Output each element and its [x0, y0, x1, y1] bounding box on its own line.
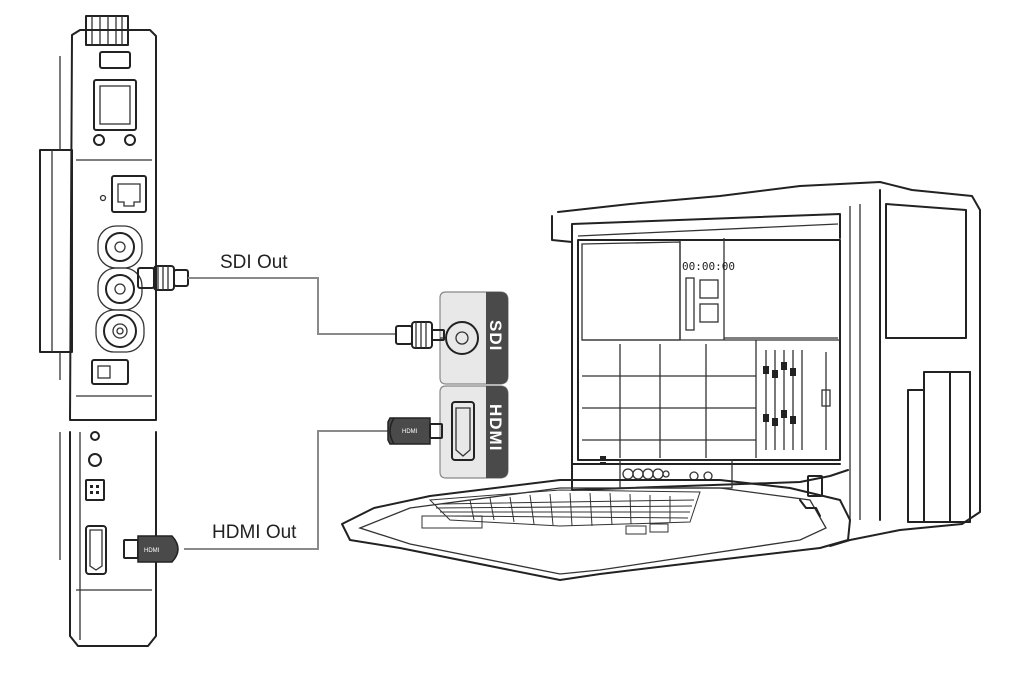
- bnc-connector-icon: [95, 309, 145, 353]
- sdi-cable-plug-receiver: [395, 321, 445, 349]
- transmitter-device-bottom: [59, 431, 157, 647]
- sdi-out-label: SDI Out: [220, 252, 288, 273]
- power-switch: [91, 359, 129, 385]
- hdmi-connector-icon: [85, 525, 107, 575]
- sdi-cable: [188, 277, 396, 335]
- portable-production-monitor: 00:00:00: [341, 181, 981, 581]
- hdmi-port-label: HDMI: [486, 404, 505, 451]
- device-screen: [93, 79, 137, 131]
- sdi-port-label: SDI: [486, 320, 505, 351]
- svg-text:HDMI: HDMI: [144, 548, 160, 554]
- hdmi-cable-plug-transmitter: HDMI: [123, 535, 179, 563]
- ethernet-port-icon: [111, 175, 147, 213]
- hdmi-cable-plug-receiver: HDMI: [387, 417, 443, 445]
- hdmi-out-label: HDMI Out: [212, 522, 297, 543]
- bnc-connector-icon: [97, 267, 143, 311]
- keyboard-deck: [341, 479, 851, 581]
- audio-faders: [763, 350, 831, 450]
- hdmi-port-callout: HDMI: [439, 385, 509, 479]
- usb-port-icon: [85, 479, 105, 501]
- workstation-screen: [577, 239, 841, 461]
- bnc-connector-icon: [97, 225, 143, 269]
- hdmi-cable: [184, 430, 388, 550]
- timecode-display: 00:00:00: [682, 260, 735, 273]
- svg-text:HDMI: HDMI: [402, 429, 418, 435]
- sdi-cable-plug-transmitter: [137, 265, 189, 291]
- device-button: [93, 134, 105, 146]
- sdi-port-callout: SDI: [439, 291, 509, 385]
- transmitter-device-top: [39, 15, 157, 421]
- device-button: [124, 134, 136, 146]
- hdmi-connector-icon: [451, 401, 475, 461]
- keyboard: [421, 489, 701, 535]
